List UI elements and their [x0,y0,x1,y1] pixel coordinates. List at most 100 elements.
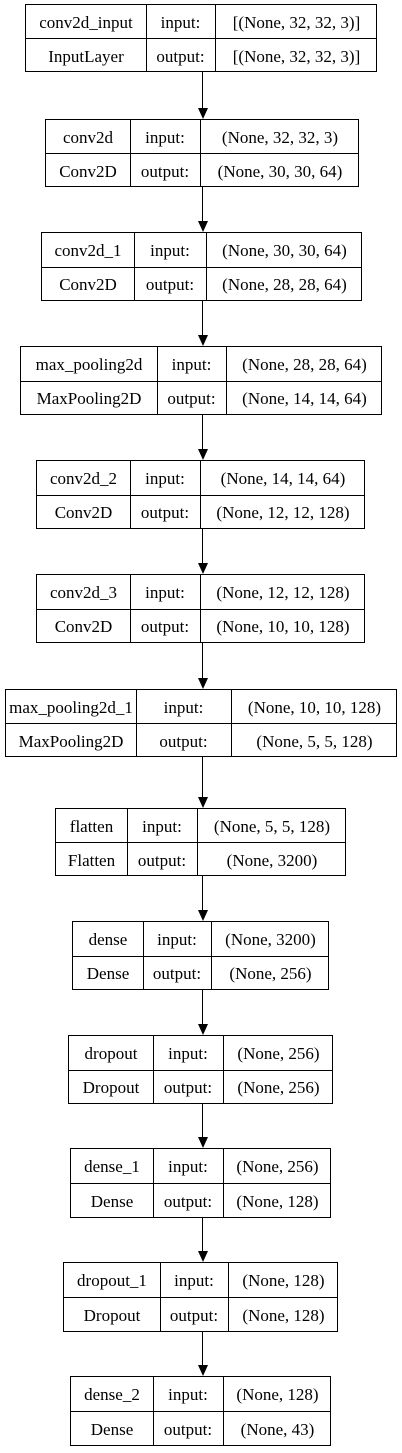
arrow-head-icon [198,1251,208,1262]
input-shape: (None, 256) [236,1157,319,1176]
input-label: input: [160,12,201,32]
output-shape: (None, 3200) [226,850,318,870]
input-label: input: [163,697,204,717]
arrow-shaft [202,990,204,1025]
input-label: input: [171,354,212,374]
layer-name: dense_2 [84,1385,140,1404]
arrow-shaft [202,1218,204,1252]
output-shape: (None, 256) [237,1078,320,1098]
layer-type: Dense [86,964,130,984]
arrow-shaft [202,876,204,911]
arrow-shaft [202,301,204,336]
output-shape: (None, 28, 28, 64) [222,275,347,295]
layer-name: max_pooling2d [35,354,143,374]
output-shape: (None, 14, 14, 64) [242,389,367,409]
output-label: output: [169,1306,219,1325]
input-shape: (None, 32, 32, 3) [221,127,339,147]
layer-name: conv2d [62,127,114,147]
output-label: output: [137,850,187,870]
layer-name: dropout [84,1043,138,1063]
output-label: output: [163,1420,213,1439]
arrow-head-icon [198,678,208,689]
row-divider [37,494,364,496]
output-label: output: [140,617,190,637]
row-divider [21,380,381,382]
layer-type: Conv2D [54,503,113,523]
output-shape: (None, 128) [242,1306,325,1325]
layer-name: max_pooling2d_1 [9,697,133,717]
layer-type: Conv2D [59,275,117,295]
layer-name: conv2d_3 [49,582,118,602]
input-shape: (None, 14, 14, 64) [220,468,346,488]
row-divider [26,38,376,39]
arrow-head-icon [198,910,208,921]
layer-type: Conv2D [59,161,117,181]
layer-name: conv2d_1 [54,240,122,260]
arrow-shaft [202,1332,204,1366]
layer-type: MaxPooling2D [36,389,142,409]
input-label: input: [174,1271,214,1290]
arrow-head-icon [198,449,208,460]
layer-type: MaxPooling2D [18,731,124,751]
input-shape: (None, 256) [237,1043,320,1063]
output-shape: (None, 10, 10, 128) [216,617,350,637]
layer-name: conv2d_2 [49,468,118,488]
output-label: output: [163,1192,213,1211]
output-shape: (None, 43) [240,1420,315,1439]
output-label: output: [167,389,216,409]
row-divider [46,153,358,154]
layer-type: Flatten [67,850,116,870]
row-divider [64,1297,337,1298]
row-divider [56,842,345,843]
arrow-head-icon [198,108,208,119]
layer-type: Dense [90,1420,134,1439]
arrow-shaft [202,757,204,798]
arrow-head-icon [198,797,208,808]
output-label: output: [145,275,195,295]
input-label: input: [145,127,185,147]
arrow-shaft [202,643,204,679]
output-shape: (None, 256) [229,964,312,984]
output-label: output: [140,161,190,181]
input-shape: (None, 10, 10, 128) [247,697,382,717]
output-label: output: [152,964,202,984]
input-shape: (None, 30, 30, 64) [222,240,347,260]
arrow-shaft [202,1104,204,1138]
row-divider [37,608,364,610]
arrow-head-icon [198,1137,208,1148]
arrow-head-icon [198,335,208,346]
input-label: input: [145,582,185,602]
layer-type: Dropout [83,1306,141,1325]
layer-name: flatten [69,816,114,836]
input-shape: (None, 12, 12, 128) [216,582,350,602]
layer-type: Conv2D [54,617,113,637]
input-shape: [(None, 32, 32, 3)] [232,12,361,32]
input-shape: (None, 5, 5, 128) [213,816,331,836]
arrow-head-icon [198,1365,208,1376]
output-label: output: [159,731,208,751]
layer-name: conv2d_input [39,12,133,32]
input-label: input: [145,468,185,488]
output-shape: (None, 30, 30, 64) [217,161,343,181]
input-label: input: [168,1385,208,1404]
arrow-shaft [202,529,204,564]
arrow-head-icon [198,221,208,232]
arrow-head-icon [198,1024,208,1035]
arrow-shaft [202,72,204,109]
input-label: input: [157,929,197,949]
row-divider [69,1069,332,1071]
layer-type: InputLayer [48,46,124,66]
input-label: input: [168,1157,208,1176]
output-label: output: [140,503,190,523]
